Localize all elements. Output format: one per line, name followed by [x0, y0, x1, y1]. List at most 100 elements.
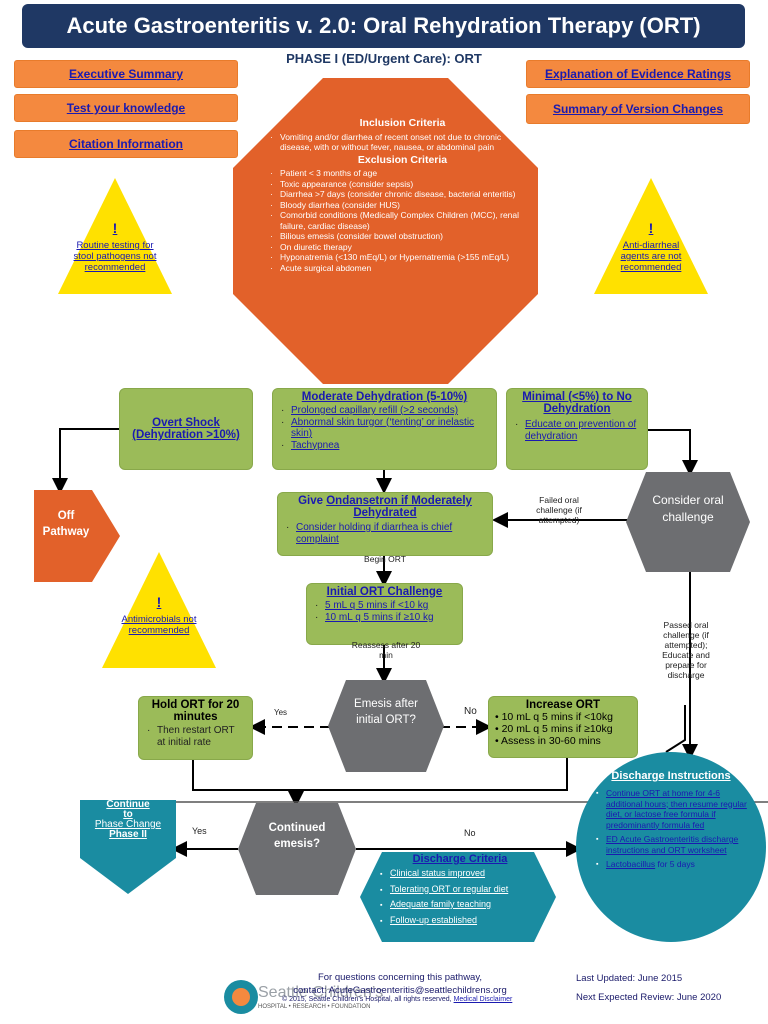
yes-label-2: Yes [192, 826, 207, 836]
consider-oral-diamond [626, 472, 750, 572]
footer-copyright: © 2015, Seattle Children’s Hospital, all… [282, 996, 513, 1003]
evidence-ratings-button[interactable]: Explanation of Evidence Ratings [526, 60, 750, 88]
continued-emesis-diamond [238, 803, 356, 895]
exclamation-icon: ! [648, 220, 654, 236]
test-knowledge-link[interactable]: Test your knowledge [66, 101, 186, 115]
overt-shock-link[interactable]: Overt Shock [152, 417, 220, 429]
exclusion-item: Diarrhea >7 days (consider chronic disea… [270, 189, 535, 200]
failed-oral-label: Failed oral challenge (if attempted) [536, 495, 582, 525]
moderate-dehydration-box[interactable]: Moderate Dehydration (5-10%) Prolonged c… [272, 388, 497, 470]
logo-tagline: HOSPITAL • RESEARCH • FOUNDATION [258, 1004, 371, 1010]
emesis-after-label: Emesis after initial ORT? [354, 698, 418, 726]
consider-oral-label: Consider oral challenge [652, 493, 724, 524]
overt-shock-box[interactable]: Overt Shock (Dehydration >10%) [119, 388, 253, 470]
exclamation-icon: ! [112, 220, 118, 236]
warning-text[interactable]: Routine testing for stool pathogens not … [73, 240, 157, 273]
executive-summary-link[interactable]: Executive Summary [68, 67, 184, 81]
off-pathway-label[interactable]: Off Pathway [42, 510, 90, 538]
evidence-ratings-link[interactable]: Explanation of Evidence Ratings [544, 67, 732, 81]
citation-info-button[interactable]: Citation Information [14, 130, 238, 158]
minimal-dehydration-heading[interactable]: Minimal (<5%) to No Dehydration [522, 391, 632, 415]
phase-title: PHASE I (ED/Urgent Care): ORT [286, 51, 482, 66]
exclusion-item: Patient < 3 months of age [270, 168, 535, 179]
minimal-dehydration-box[interactable]: Minimal (<5%) to No Dehydration Educate … [506, 388, 648, 470]
warning-triangle-icon [58, 178, 172, 294]
moderate-dehydration-heading[interactable]: Moderate Dehydration (5-10%) [301, 391, 468, 403]
increase-ort-item: • 20 mL q 5 mins if ≥10kg [495, 723, 613, 735]
exclusion-item: Bilious emesis (consider bowel obstructi… [270, 231, 535, 242]
version-changes-link[interactable]: Summary of Version Changes [552, 102, 724, 116]
initial-ort-heading[interactable]: Initial ORT Challenge [326, 586, 443, 598]
increase-ort-box[interactable]: Increase ORT • 10 mL q 5 mins if <10kg •… [488, 696, 638, 758]
seattle-childrens-logo-text: Seattle Children’s [258, 984, 384, 1001]
seattle-childrens-logo-icon [224, 980, 258, 1014]
moderate-item[interactable]: Abnormal skin turgor (‘tenting’ or inela… [281, 417, 488, 440]
next-review: Next Expected Review: June 2020 [576, 992, 722, 1003]
moderate-item[interactable]: Tachypnea [281, 440, 488, 452]
discharge-instruction-item[interactable]: ED Acute Gastroenteritis discharge instr… [596, 834, 756, 855]
increase-ort-heading: Increase ORT [525, 699, 601, 711]
footer-contact-email[interactable]: contact: AcuteGastroenteritis@seattlechi… [293, 985, 507, 996]
overt-shock-subtitle[interactable]: (Dehydration >10%) [132, 429, 240, 441]
off-pathway-shape [34, 490, 120, 582]
warning-triangle-icon [594, 178, 708, 294]
hold-ort-item: Then restart ORT at initial rate [147, 725, 244, 748]
discharge-criteria-item[interactable]: Follow-up established [380, 913, 540, 928]
ondansetron-link[interactable]: Ondansetron [326, 495, 398, 507]
ondansetron-box[interactable]: Give Ondansetron if Moderately Dehydrate… [277, 492, 493, 556]
footer-questions: For questions concerning this pathway, [317, 972, 483, 983]
no-label: No [464, 706, 477, 717]
discharge-instruction-item[interactable]: Lactobacillus for 5 days [596, 859, 756, 870]
reassess-label: Reassess after 20 min [351, 640, 421, 660]
inclusion-item: Vomiting and/or diarrhea of recent onset… [270, 132, 535, 153]
hold-ort-box[interactable]: Hold ORT for 20 minutes Then restart ORT… [138, 696, 253, 760]
discharge-criteria-item[interactable]: Tolerating ORT or regular diet [380, 882, 540, 897]
exclusion-item: Hyponatremia (<130 mEq/L) or Hypernatrem… [270, 252, 535, 263]
antimicrobial-warning[interactable]: ! Antimicrobials not recommended [100, 550, 218, 670]
increase-ort-item: • Assess in 30-60 mins [495, 735, 601, 747]
increase-ort-item: • 10 mL q 5 mins if <10kg [495, 711, 613, 723]
ondansetron-item[interactable]: Consider holding if diarrhea is chief co… [286, 522, 484, 545]
citation-info-link[interactable]: Citation Information [69, 137, 183, 151]
version-changes-button[interactable]: Summary of Version Changes [526, 94, 750, 124]
continued-emesis-label: Continued emesis? [268, 822, 326, 850]
initial-ort-box[interactable]: Initial ORT Challenge 5 mL q 5 mins if <… [306, 583, 463, 645]
page-title: Acute Gastroenteritis v. 2.0: Oral Rehyd… [22, 4, 745, 48]
yes-label: Yes [274, 708, 288, 717]
passed-oral-label: Passed oral challenge (if attempted); Ed… [662, 620, 710, 680]
discharge-criteria-heading[interactable]: Discharge Criteria [412, 853, 508, 865]
moderate-item[interactable]: Prolonged capillary refill (>2 seconds) [281, 405, 488, 417]
minimal-item[interactable]: Educate on prevention of dehydration [515, 419, 639, 442]
hold-ort-heading: Hold ORT for 20 minutes [151, 699, 240, 723]
discharge-criteria-item[interactable]: Clinical status improved [380, 866, 540, 882]
medical-disclaimer-link[interactable]: Medical Disclaimer [453, 996, 513, 1003]
lactobacillus-link[interactable]: Lactobacillus [606, 859, 656, 869]
exclusion-item: Comorbid conditions (Medically Complex C… [270, 210, 535, 231]
no-label-2: No [464, 828, 476, 838]
test-knowledge-button[interactable]: Test your knowledge [14, 94, 238, 122]
warning-triangle-icon [102, 552, 216, 668]
discharge-instructions-heading[interactable]: Discharge Instructions [611, 770, 731, 782]
discharge-instruction-item[interactable]: Continue ORT at home for 4-6 additional … [596, 788, 756, 830]
inclusion-heading: Inclusion Criteria [359, 117, 446, 129]
initial-ort-item[interactable]: 5 mL q 5 mins if <10 kg [315, 600, 454, 612]
last-updated: Last Updated: June 2015 [576, 973, 683, 984]
continue-phase2-link[interactable]: Continue to Phase Change Phase II [94, 799, 162, 840]
exclamation-icon: ! [156, 594, 162, 610]
exclusion-heading: Exclusion Criteria [357, 153, 448, 166]
continue-phase2-shape [80, 800, 176, 894]
discharge-criteria[interactable]: Discharge Criteria Clinical status impro… [380, 853, 540, 928]
discharge-instructions[interactable]: Discharge Instructions Continue ORT at h… [596, 770, 756, 870]
inclusion-exclusion-criteria: Inclusion Criteria Vomiting and/or diarr… [270, 116, 535, 273]
begin-ort-label: Begin ORT [364, 554, 406, 564]
executive-summary-button[interactable]: Executive Summary [14, 60, 238, 88]
discharge-criteria-item[interactable]: Adequate family teaching [380, 897, 540, 913]
exclusion-item: On diuretic therapy [270, 242, 535, 253]
warning-text[interactable]: Anti-diarrheal agents are not recommende… [620, 240, 682, 273]
warning-text[interactable]: Antimicrobials not recommended [121, 614, 197, 636]
initial-ort-item[interactable]: 10 mL q 5 mins if ≥10 kg [315, 612, 454, 624]
stool-testing-warning[interactable]: ! Routine testing for stool pathogens no… [56, 176, 174, 296]
exclusion-item: Acute surgical abdomen [270, 263, 535, 274]
exclusion-item: Toxic appearance (consider sepsis) [270, 179, 535, 190]
antidiarrheal-warning[interactable]: ! Anti-diarrheal agents are not recommen… [592, 176, 710, 296]
